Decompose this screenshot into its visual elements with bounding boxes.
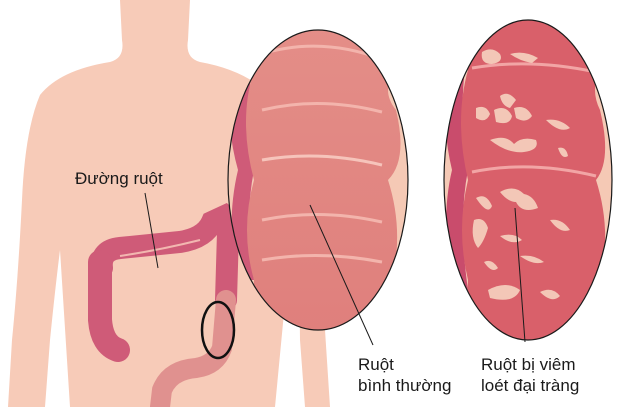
label-uc-line1: Ruột bị viêm [481, 355, 576, 374]
colon-figure [88, 203, 241, 412]
label-normal-line1: Ruột [358, 355, 394, 374]
label-ulcerative-colitis: Ruột bị viêm loét đại tràng [481, 354, 579, 396]
leader-lines [144, 192, 526, 346]
label-colon: Đường ruột [75, 169, 163, 188]
normal-colon-magnified [227, 29, 409, 331]
label-normal-line2: bình thường [358, 376, 452, 395]
leader-line-normal [309, 204, 374, 346]
label-uc-line2: loét đại tràng [481, 376, 580, 395]
leader-line-colon [144, 192, 159, 269]
magnified-region-marker [200, 300, 236, 360]
label-normal-colon: Ruột bình thường [358, 354, 451, 396]
ulcer-patches [472, 49, 570, 300]
leader-line-uc [514, 207, 526, 343]
inflamed-colon-magnified [443, 19, 613, 341]
